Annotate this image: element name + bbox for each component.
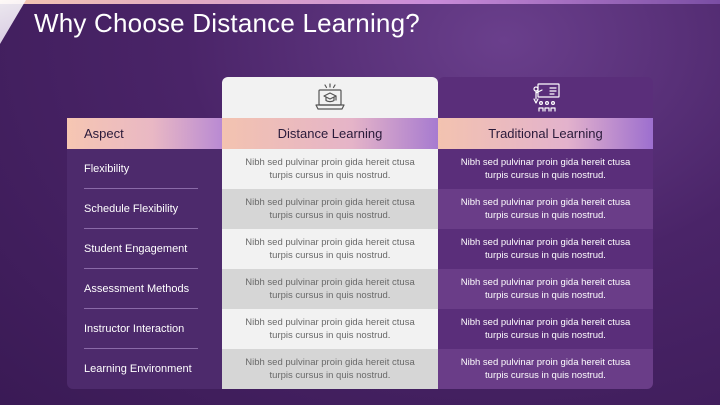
table-row: Learning Environment Nibh sed pulvinar p… bbox=[67, 349, 653, 389]
header-traditional-learning: Traditional Learning bbox=[438, 118, 653, 149]
traditional-text: Nibh sed pulvinar proin gida hereit ctus… bbox=[460, 237, 631, 261]
distance-cell: Nibh sed pulvinar proin gida hereit ctus… bbox=[222, 349, 438, 389]
distance-cell: Nibh sed pulvinar proin gida hereit ctus… bbox=[222, 229, 438, 269]
aspect-label: Assessment Methods bbox=[84, 283, 190, 295]
distance-text: Nibh sed pulvinar proin gida hereit ctus… bbox=[245, 157, 415, 181]
aspect-cell: Flexibility bbox=[67, 149, 222, 189]
aspect-cell: Instructor Interaction bbox=[67, 309, 222, 349]
row-divider bbox=[84, 188, 198, 189]
traditional-cell: Nibh sed pulvinar proin gida hereit ctus… bbox=[438, 269, 653, 309]
aspect-cell: Student Engagement bbox=[67, 229, 222, 269]
row-divider bbox=[84, 268, 198, 269]
traditional-text: Nibh sed pulvinar proin gida hereit ctus… bbox=[460, 157, 631, 181]
aspect-label: Flexibility bbox=[84, 163, 130, 175]
aspect-cell: Learning Environment bbox=[67, 349, 222, 389]
distance-cell: Nibh sed pulvinar proin gida hereit ctus… bbox=[222, 309, 438, 349]
table-row: Instructor Interaction Nibh sed pulvinar… bbox=[67, 309, 653, 349]
distance-text: Nibh sed pulvinar proin gida hereit ctus… bbox=[245, 237, 415, 261]
distance-cell: Nibh sed pulvinar proin gida hereit ctus… bbox=[222, 269, 438, 309]
traditional-text: Nibh sed pulvinar proin gida hereit ctus… bbox=[460, 277, 631, 301]
table-row: Assessment Methods Nibh sed pulvinar pro… bbox=[67, 269, 653, 309]
slide-title: Why Choose Distance Learning? bbox=[34, 8, 420, 38]
table-row: Student Engagement Nibh sed pulvinar pro… bbox=[67, 229, 653, 269]
traditional-text: Nibh sed pulvinar proin gida hereit ctus… bbox=[460, 197, 631, 221]
traditional-cell: Nibh sed pulvinar proin gida hereit ctus… bbox=[438, 349, 653, 389]
distance-text: Nibh sed pulvinar proin gida hereit ctus… bbox=[245, 197, 415, 221]
aspect-label: Student Engagement bbox=[84, 243, 188, 255]
top-accent-stripe bbox=[0, 0, 720, 4]
corner-decoration bbox=[0, 0, 26, 44]
traditional-cell: Nibh sed pulvinar proin gida hereit ctus… bbox=[438, 229, 653, 269]
table-row: Flexibility Nibh sed pulvinar proin gida… bbox=[67, 149, 653, 189]
aspect-cell: Assessment Methods bbox=[67, 269, 222, 309]
distance-text: Nibh sed pulvinar proin gida hereit ctus… bbox=[245, 317, 415, 341]
distance-icon-cell bbox=[222, 77, 438, 118]
row-divider bbox=[84, 348, 198, 349]
aspect-cell: Schedule Flexibility bbox=[67, 189, 222, 229]
distance-text: Nibh sed pulvinar proin gida hereit ctus… bbox=[245, 277, 415, 301]
distance-text: Nibh sed pulvinar proin gida hereit ctus… bbox=[245, 357, 415, 381]
traditional-cell: Nibh sed pulvinar proin gida hereit ctus… bbox=[438, 309, 653, 349]
traditional-cell: Nibh sed pulvinar proin gida hereit ctus… bbox=[438, 189, 653, 229]
aspect-label: Instructor Interaction bbox=[84, 323, 185, 335]
header-aspect: Aspect bbox=[67, 118, 222, 149]
distance-cell: Nibh sed pulvinar proin gida hereit ctus… bbox=[222, 189, 438, 229]
classroom-presentation-icon bbox=[532, 82, 560, 112]
row-divider bbox=[84, 308, 198, 309]
table-body: Flexibility Nibh sed pulvinar proin gida… bbox=[67, 149, 653, 389]
traditional-icon-cell bbox=[438, 77, 653, 118]
distance-cell: Nibh sed pulvinar proin gida hereit ctus… bbox=[222, 149, 438, 189]
traditional-text: Nibh sed pulvinar proin gida hereit ctus… bbox=[460, 317, 631, 341]
laptop-graduation-cap-icon bbox=[315, 82, 345, 110]
traditional-text: Nibh sed pulvinar proin gida hereit ctus… bbox=[460, 357, 631, 381]
aspect-label: Schedule Flexibility bbox=[84, 203, 179, 215]
header-distance-learning: Distance Learning bbox=[222, 118, 438, 149]
aspect-label: Learning Environment bbox=[84, 363, 192, 375]
table-row: Schedule Flexibility Nibh sed pulvinar p… bbox=[67, 189, 653, 229]
table-header-row: Aspect Distance Learning Traditional Lea… bbox=[67, 118, 653, 149]
row-divider bbox=[84, 228, 198, 229]
comparison-table: Aspect Distance Learning Traditional Lea… bbox=[67, 77, 653, 389]
traditional-cell: Nibh sed pulvinar proin gida hereit ctus… bbox=[438, 149, 653, 189]
